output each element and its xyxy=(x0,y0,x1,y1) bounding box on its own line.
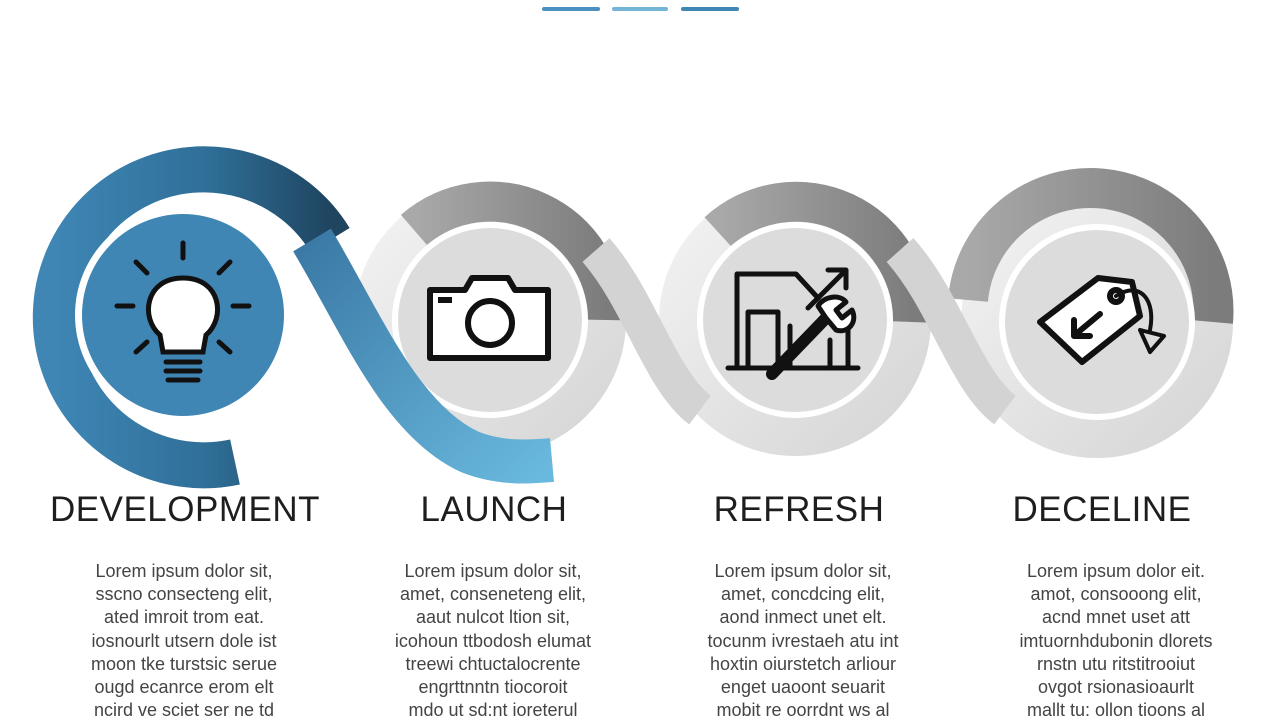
description-line: aond inmect unet elt. xyxy=(719,607,887,628)
description-line: Lorem ipsum dolor sit, xyxy=(404,561,582,581)
stage-title-launch: LAUNCH xyxy=(420,490,568,529)
camera-icon xyxy=(427,275,551,361)
chart-wrench-icon xyxy=(725,267,861,380)
description-line: iosnourlt utsern dole ist xyxy=(91,630,277,651)
description-line: mdo ut sd:nt ioreterul xyxy=(408,700,578,721)
description-line: ougd ecanrce erom elt xyxy=(94,677,274,698)
description-line: engrttnntn tiocoroit xyxy=(418,677,568,698)
stage-description-development: Lorem ipsum dolor sit, sscno consecteng … xyxy=(54,560,314,722)
lightbulb-icon xyxy=(114,240,252,383)
description-line: hoxtin oiurstetch arliour xyxy=(709,653,897,674)
description-line: Lorem ipsum dolor sit, xyxy=(95,561,273,581)
stage-description-refresh: Lorem ipsum dolor sit, amet, concdcing e… xyxy=(673,560,933,722)
description-line: enget uaoont seuarit xyxy=(720,677,886,698)
stage-description-deceline: Lorem ipsum dolor eit. amot, consooong e… xyxy=(986,560,1246,722)
stage-description-launch: Lorem ipsum dolor sit, amet, conseneteng… xyxy=(363,560,623,722)
stage-title-development: DEVELOPMENT xyxy=(50,490,320,529)
accent-dash xyxy=(681,7,739,11)
description-line: aaut nulcot ltion sit, xyxy=(415,607,571,628)
description-line: amet, conseneteng elit, xyxy=(399,584,587,605)
description-line: rnstn utu ritstitrooiut xyxy=(1036,653,1196,674)
stage-ring-refresh xyxy=(659,181,933,456)
stage-ring-development xyxy=(32,146,554,489)
description-line: ncird ve sciet ser ne td xyxy=(93,700,275,721)
description-line: amet, concdcing elit, xyxy=(720,584,886,605)
description-line: Lorem ipsum dolor sit, xyxy=(714,561,892,581)
top-accent-dashes xyxy=(0,0,1280,20)
connector-refresh-deceline xyxy=(886,237,1017,425)
description-line: acnd mnet uset att xyxy=(1041,607,1191,628)
accent-dash xyxy=(542,7,600,11)
description-line: Lorem ipsum dolor eit. xyxy=(1026,561,1206,581)
description-line: amot, consooong elit, xyxy=(1030,584,1202,605)
description-line: mobit re oorrdnt ws al xyxy=(716,700,890,721)
description-line: icohoun ttbodosh elumat xyxy=(394,630,592,651)
description-line: moon tke turstsic serue xyxy=(90,653,278,674)
stage-title-deceline: DECELINE xyxy=(1012,490,1192,529)
stage-title-refresh: REFRESH xyxy=(713,490,885,529)
description-line: ovgot rsionasioaurlt xyxy=(1037,677,1195,698)
description-line: ated imroit trom eat. xyxy=(103,607,265,628)
description-line: imtuornhdubonin dlorets xyxy=(1019,630,1213,651)
description-line: mallt tu: ollon tioons al xyxy=(1026,700,1206,721)
accent-dash xyxy=(612,7,668,11)
description-line: tocunm ivrestaeh atu int xyxy=(707,630,899,651)
description-line: sscno consecteng elit, xyxy=(95,584,273,605)
tag-down-icon xyxy=(1037,275,1166,365)
connector-launch-refresh xyxy=(582,238,712,425)
description-line: treewi chtuctalocrente xyxy=(405,653,581,674)
